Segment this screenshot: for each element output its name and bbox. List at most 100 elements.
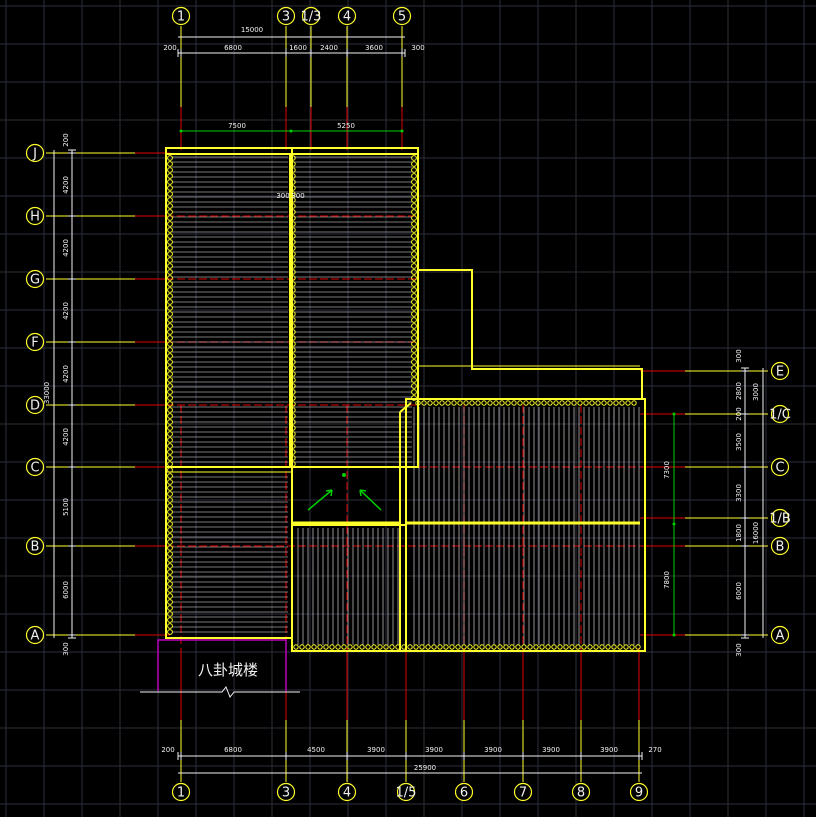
roof-bead bbox=[167, 377, 173, 383]
roof-bead bbox=[411, 353, 417, 359]
roof-bead bbox=[167, 365, 173, 371]
roof-bead bbox=[167, 563, 173, 569]
roof-bead bbox=[449, 644, 455, 650]
roof-bead bbox=[167, 593, 173, 599]
roof-bead bbox=[290, 383, 296, 389]
roof-bead bbox=[290, 395, 296, 401]
axis-bubble-left bbox=[25, 457, 45, 477]
axis-bubble-left bbox=[25, 332, 45, 352]
roof-bead bbox=[167, 371, 173, 377]
axis-bubble-top-label: 1 bbox=[177, 10, 185, 25]
roof-bead bbox=[569, 644, 575, 650]
left-dim-part: 4200 bbox=[62, 239, 70, 257]
roof-bead bbox=[290, 443, 296, 449]
bottom-dim-part: 270 bbox=[648, 746, 661, 754]
roof-bead bbox=[601, 400, 607, 406]
roof-bead bbox=[290, 359, 296, 365]
left-dim-part: 300 bbox=[62, 642, 70, 655]
roof-bead bbox=[451, 400, 457, 406]
roof-bead bbox=[290, 401, 296, 407]
axis-bubble-left bbox=[25, 269, 45, 289]
top-overall-dim: 15000 bbox=[241, 26, 263, 34]
roof-bead bbox=[439, 400, 445, 406]
room-label: 八卦城楼 bbox=[198, 661, 258, 679]
roof-bead bbox=[167, 311, 173, 317]
axis-bubble-left-label: J bbox=[32, 147, 37, 162]
roof-bead bbox=[167, 527, 173, 533]
roof-bead bbox=[619, 400, 625, 406]
roof-bead bbox=[290, 335, 296, 341]
bottom-dim-part: 3900 bbox=[542, 746, 560, 754]
roof-bead bbox=[479, 644, 485, 650]
axis-bubble-left bbox=[25, 536, 45, 556]
roof-bead bbox=[290, 179, 296, 185]
roof-bead bbox=[167, 575, 173, 581]
roof-bead bbox=[290, 329, 296, 335]
roof-bead bbox=[411, 395, 417, 401]
bottom-dimension-texts: 200 6800 4500 3900 3900 3900 3900 3900 2… bbox=[161, 746, 661, 772]
roof-bead bbox=[290, 167, 296, 173]
roof-parapet bbox=[418, 269, 643, 398]
roof-bead bbox=[290, 209, 296, 215]
axis-bubble-right-label: 1/C bbox=[769, 408, 791, 423]
left-dimension-texts: 33000 200 4200 4200 4200 4200 4200 5100 … bbox=[43, 133, 70, 655]
axis-bubble-top-label: 4 bbox=[343, 10, 351, 25]
roof-bead bbox=[305, 644, 311, 650]
axis-bubble-bottom bbox=[396, 782, 416, 802]
roof-bead bbox=[511, 400, 517, 406]
axis-bubble-top bbox=[171, 6, 191, 26]
axis-bubble-bottom-label: 4 bbox=[343, 786, 351, 801]
green-dim-dot bbox=[179, 129, 183, 133]
roof-bead bbox=[527, 644, 533, 650]
roof-bead bbox=[167, 185, 173, 191]
roof-bead bbox=[167, 335, 173, 341]
roof-bead bbox=[167, 461, 173, 467]
roof-bead bbox=[290, 161, 296, 167]
right-dim-part: 3300 bbox=[735, 484, 743, 502]
roof-bead bbox=[290, 347, 296, 353]
axis-bubble-bottom-label: 3 bbox=[282, 786, 290, 801]
roof-bead bbox=[411, 371, 417, 377]
roof-block-lower bbox=[291, 524, 407, 652]
roof-bead bbox=[629, 644, 635, 650]
roof-bead bbox=[411, 281, 417, 287]
roof-bead bbox=[515, 644, 521, 650]
roof-bead bbox=[389, 644, 395, 650]
roof-bead bbox=[411, 335, 417, 341]
roof-bead bbox=[167, 455, 173, 461]
roof-bead bbox=[613, 400, 619, 406]
axis-bubble-left bbox=[25, 395, 45, 415]
roof-bead bbox=[290, 281, 296, 287]
axis-bubble-right bbox=[770, 457, 790, 477]
roof-bead bbox=[167, 473, 173, 479]
axis-bubble-left bbox=[25, 143, 45, 163]
roof-bead bbox=[411, 245, 417, 251]
green-dim-dot bbox=[400, 129, 404, 133]
left-dim-part: 200 bbox=[62, 133, 70, 146]
roof-bead bbox=[290, 341, 296, 347]
roof-bead bbox=[371, 644, 377, 650]
roof-bead bbox=[565, 400, 571, 406]
roof-bead bbox=[411, 251, 417, 257]
roof-bead bbox=[589, 400, 595, 406]
roof-bead bbox=[407, 644, 413, 650]
roof-bead bbox=[467, 644, 473, 650]
green-dim-dot bbox=[672, 522, 676, 526]
top-green-dim: 7500 bbox=[228, 122, 246, 130]
roof-bead bbox=[521, 644, 527, 650]
roof-bead bbox=[411, 185, 417, 191]
roof-bead bbox=[503, 644, 509, 650]
roof-bead bbox=[290, 239, 296, 245]
top-green-dim: 5250 bbox=[337, 122, 355, 130]
roof-bead bbox=[167, 623, 173, 629]
roof-bead bbox=[293, 644, 299, 650]
roof-bead bbox=[167, 485, 173, 491]
axis-bubble-bottom bbox=[571, 782, 591, 802]
left-dim-part: 4200 bbox=[62, 302, 70, 320]
axis-bubble-bottom-label: 8 bbox=[577, 786, 585, 801]
roof-bead bbox=[167, 449, 173, 455]
roof-bead bbox=[167, 425, 173, 431]
